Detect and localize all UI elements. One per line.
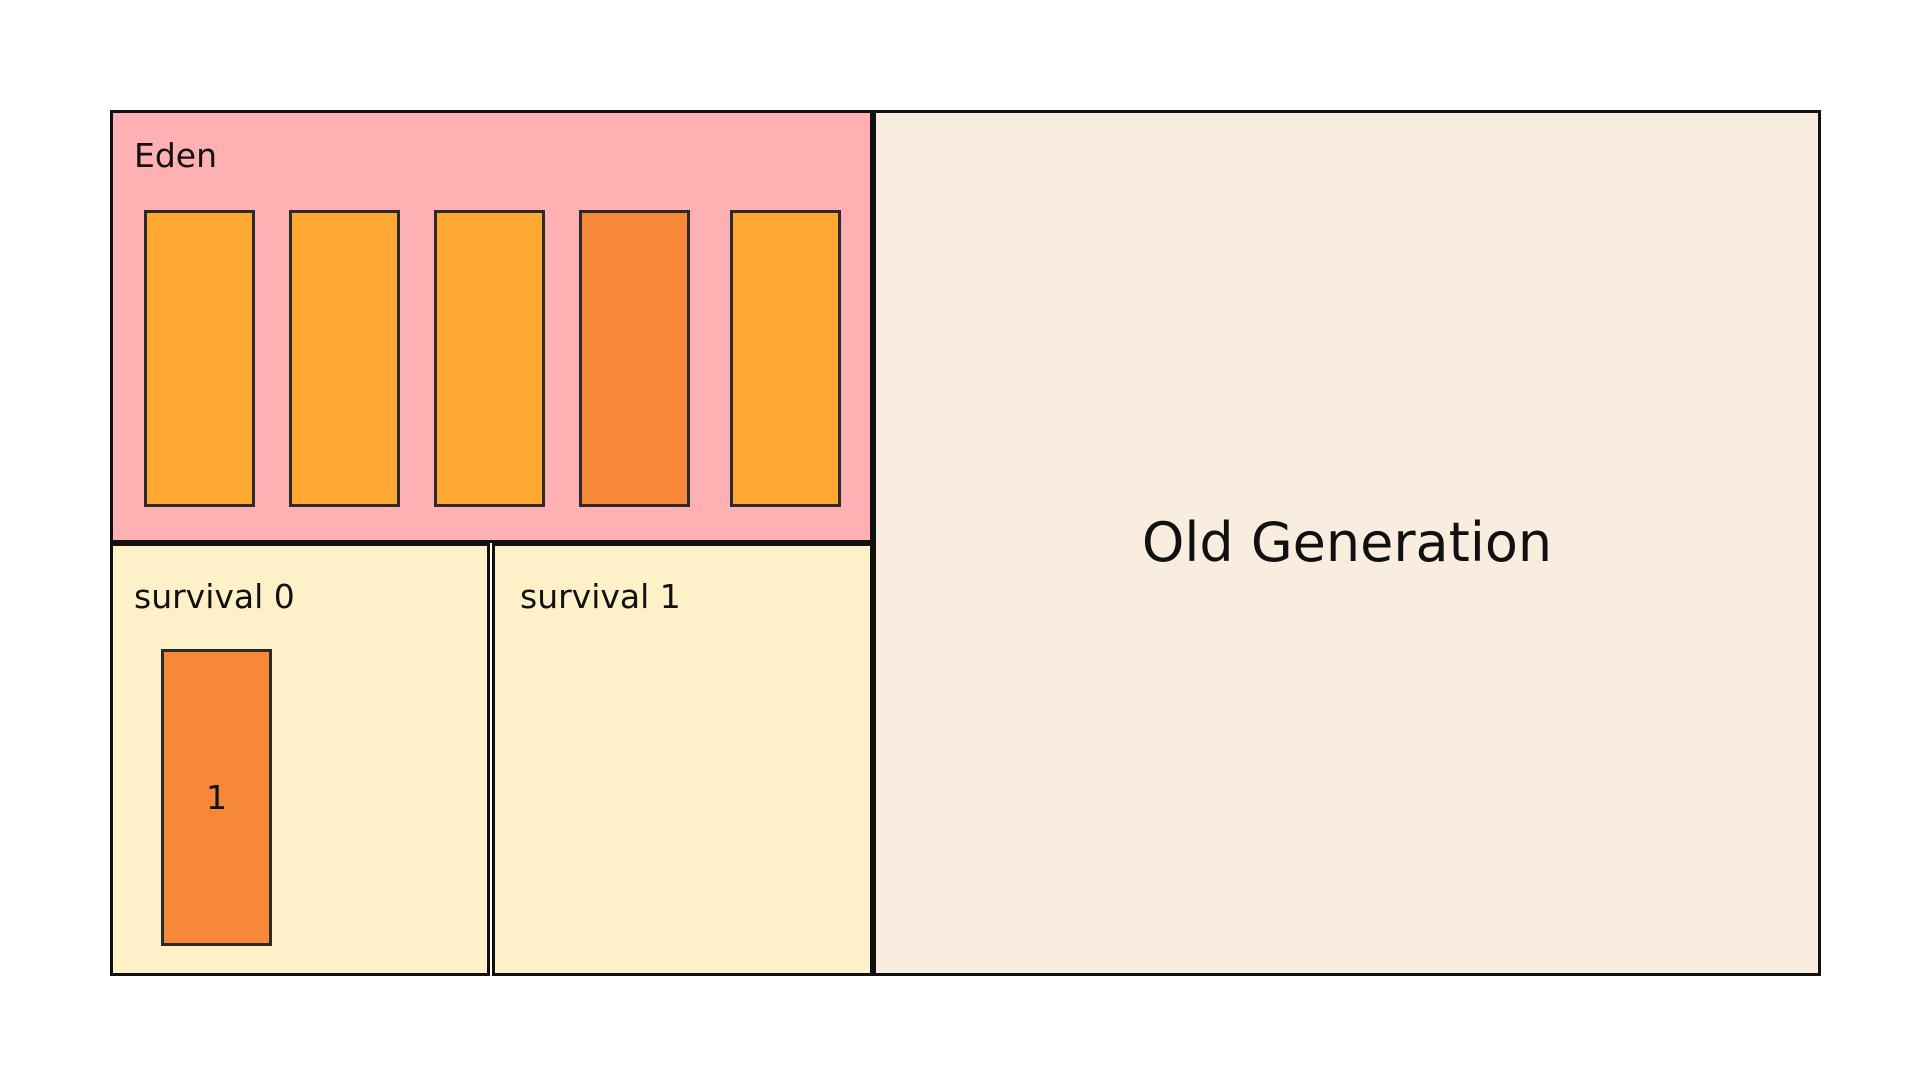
survivor-0-region: survival 0 1 [110, 543, 490, 976]
survivor-0-object: 1 [161, 649, 272, 946]
eden-object [579, 210, 690, 507]
survivor-0-label: survival 0 [134, 577, 295, 616]
old-generation-region: Old Generation [873, 110, 1821, 976]
survivor-1-region: survival 1 [492, 543, 873, 976]
eden-region: Eden [110, 110, 873, 543]
eden-object [289, 210, 400, 507]
survivor-1-label: survival 1 [520, 577, 681, 616]
eden-object [144, 210, 255, 507]
eden-object [434, 210, 545, 507]
eden-label: Eden [134, 136, 218, 175]
eden-object [730, 210, 841, 507]
old-generation-label: Old Generation [1141, 511, 1553, 574]
